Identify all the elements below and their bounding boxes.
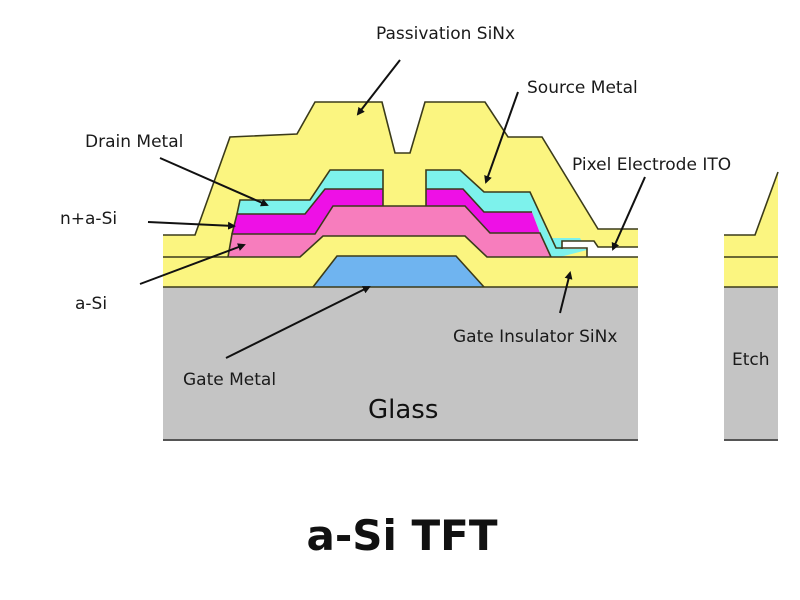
label-drain-metal: Drain Metal (85, 132, 183, 152)
arrow-drain-metal (159, 157, 269, 207)
label-gate-metal: Gate Metal (183, 370, 276, 390)
label-passivation: Passivation SiNx (376, 24, 515, 44)
gate-insulator-bump (163, 236, 638, 287)
label-pixel-electrode: Pixel Electrode ITO (572, 155, 731, 175)
arrow-gate-metal (225, 286, 371, 359)
arrow-source-metal (484, 91, 519, 184)
a-si-layer (228, 206, 551, 257)
label-n-plus-a-si: n+a-Si (60, 209, 117, 229)
label-a-si: a-Si (75, 294, 107, 314)
diagram-title: a-Si TFT (306, 511, 497, 560)
drain-metal-layer (237, 170, 383, 214)
right-partial-structure (724, 171, 779, 441)
right-glass (724, 287, 778, 440)
main-structure (163, 101, 638, 441)
annotation-arrows (139, 59, 646, 359)
arrow-passivation (356, 59, 401, 116)
arrow-gate-insulator (559, 271, 573, 314)
label-etch: Etch (732, 350, 770, 370)
label-glass: Glass (368, 395, 438, 425)
gate-metal-layer (313, 256, 484, 287)
pixel-electrode-ito (562, 241, 638, 257)
label-source-metal: Source Metal (527, 78, 638, 98)
glass-substrate (163, 287, 638, 440)
arrow-a-si (139, 243, 246, 285)
label-gate-insulator: Gate Insulator SiNx (453, 327, 617, 347)
right-passivation (724, 172, 778, 287)
arrow-n-plus-a-si (147, 221, 236, 230)
arrow-pixel-electrode (611, 176, 646, 251)
